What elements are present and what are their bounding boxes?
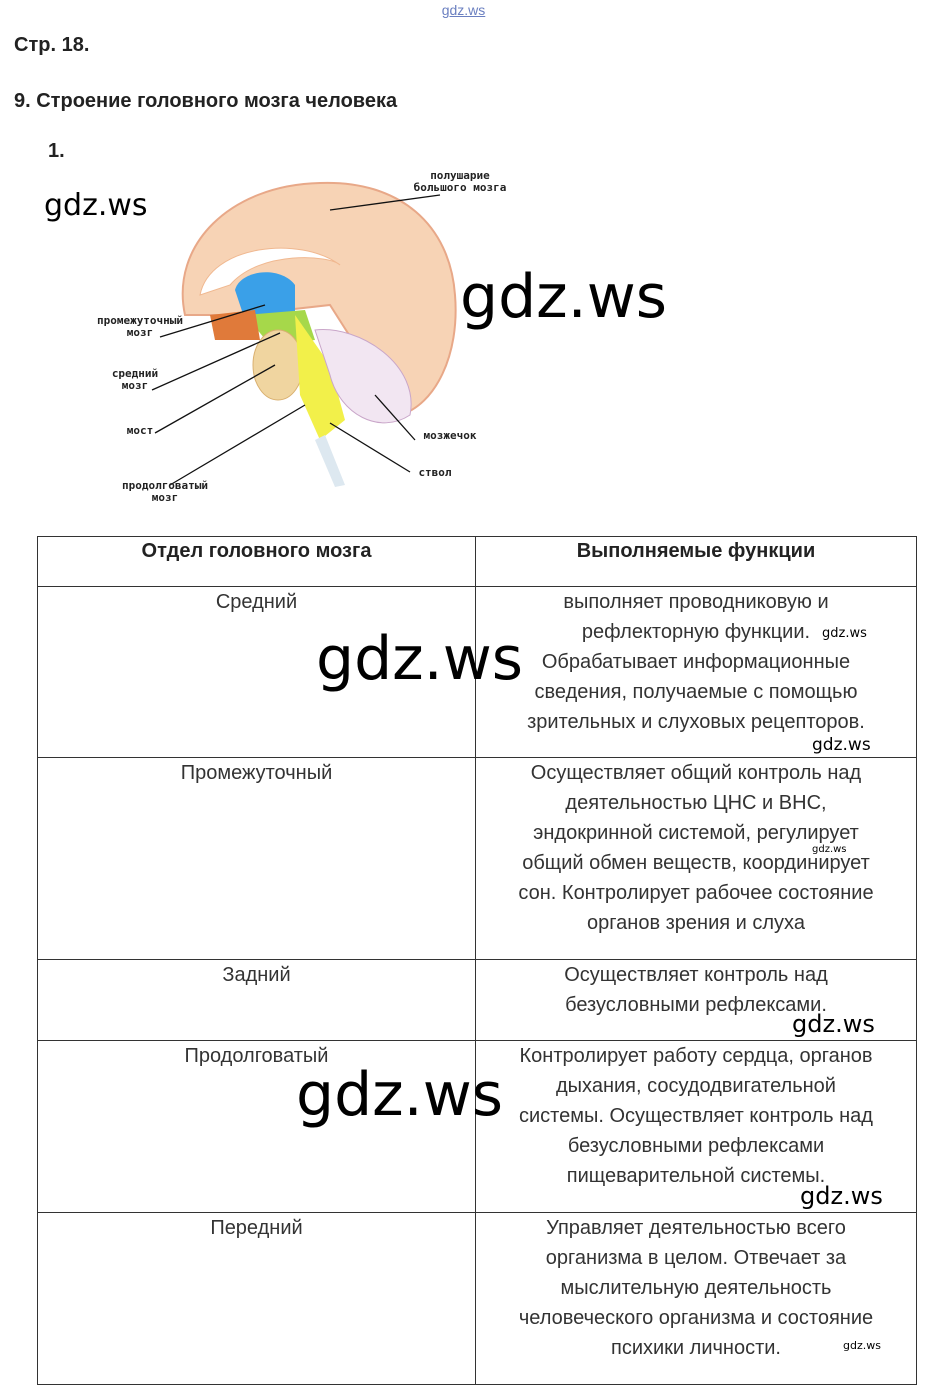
watermark: gdz.ws	[460, 262, 668, 332]
diencephalon	[235, 272, 295, 320]
label-cerebellum: мозжечок	[423, 430, 477, 442]
watermark-link[interactable]: gdz.ws	[441, 2, 486, 18]
cell-section: Продолговатый	[37, 1040, 476, 1213]
label-midbrain: средний мозг	[111, 368, 159, 392]
table-row: Задний Осуществляет контроль над безусло…	[37, 959, 917, 1041]
table-row: Передний Управляет деятельностью всего о…	[37, 1212, 917, 1385]
item-number: 1.	[48, 140, 65, 162]
label-medulla: продолговатый мозг	[121, 480, 209, 504]
cell-section: Задний	[37, 959, 476, 1041]
medulla-stem	[295, 315, 345, 440]
cell-functions: выполняет проводниковую и рефлекторную ф…	[475, 586, 917, 758]
watermark: gdz.ws	[44, 188, 148, 223]
cell-section: Средний	[37, 586, 476, 758]
brain-functions-table: Отдел головного мозга Выполняемые функци…	[37, 536, 917, 1385]
watermark: gdz.ws	[296, 1060, 504, 1130]
cell-section: Передний	[37, 1212, 476, 1385]
pons	[252, 329, 304, 401]
table-row: Средний выполняет проводниковую и рефлек…	[37, 586, 917, 758]
header-functions: Выполняемые функции	[475, 536, 917, 587]
cell-functions: Осуществляет контроль над безусловными р…	[475, 959, 917, 1041]
cell-functions: Контролирует работу сердца, органов дыха…	[475, 1040, 917, 1213]
corpus-callosum	[199, 247, 341, 296]
label-pons: мост	[126, 425, 154, 437]
cell-functions: Осуществляет общий контроль над деятельн…	[475, 757, 917, 960]
label-stem: ствол	[418, 467, 452, 479]
page-label: Стр. 18.	[14, 34, 90, 56]
watermark: gdz.ws	[812, 735, 871, 755]
header-section: Отдел головного мозга	[37, 536, 476, 587]
brain-diagram: полушарие большого мозга промежуточный м…	[96, 170, 507, 504]
table-row: Продолговатый Контролирует работу сердца…	[37, 1040, 917, 1213]
cell-section: Промежуточный	[37, 757, 476, 960]
watermark: gdz.ws	[843, 1339, 881, 1352]
watermark: gdz.ws	[822, 626, 867, 641]
watermark: gdz.ws	[800, 1182, 883, 1210]
watermark: gdz.ws	[812, 844, 847, 855]
spinal-cord	[315, 435, 345, 487]
watermark: gdz.ws	[316, 624, 524, 694]
cerebellum	[314, 329, 412, 424]
watermark: gdz.ws	[792, 1010, 875, 1038]
table-row: Промежуточный Осуществляет общий контрол…	[37, 757, 917, 960]
cell-functions: Управляет деятельностью всего организма …	[475, 1212, 917, 1385]
label-hemisphere: полушарие большого мозга	[413, 170, 507, 194]
table-header-row: Отдел головного мозга Выполняемые функци…	[37, 536, 917, 587]
section-title: 9. Строение головного мозга человека	[14, 90, 398, 112]
label-diencephalon: промежуточный мозг	[96, 315, 184, 339]
